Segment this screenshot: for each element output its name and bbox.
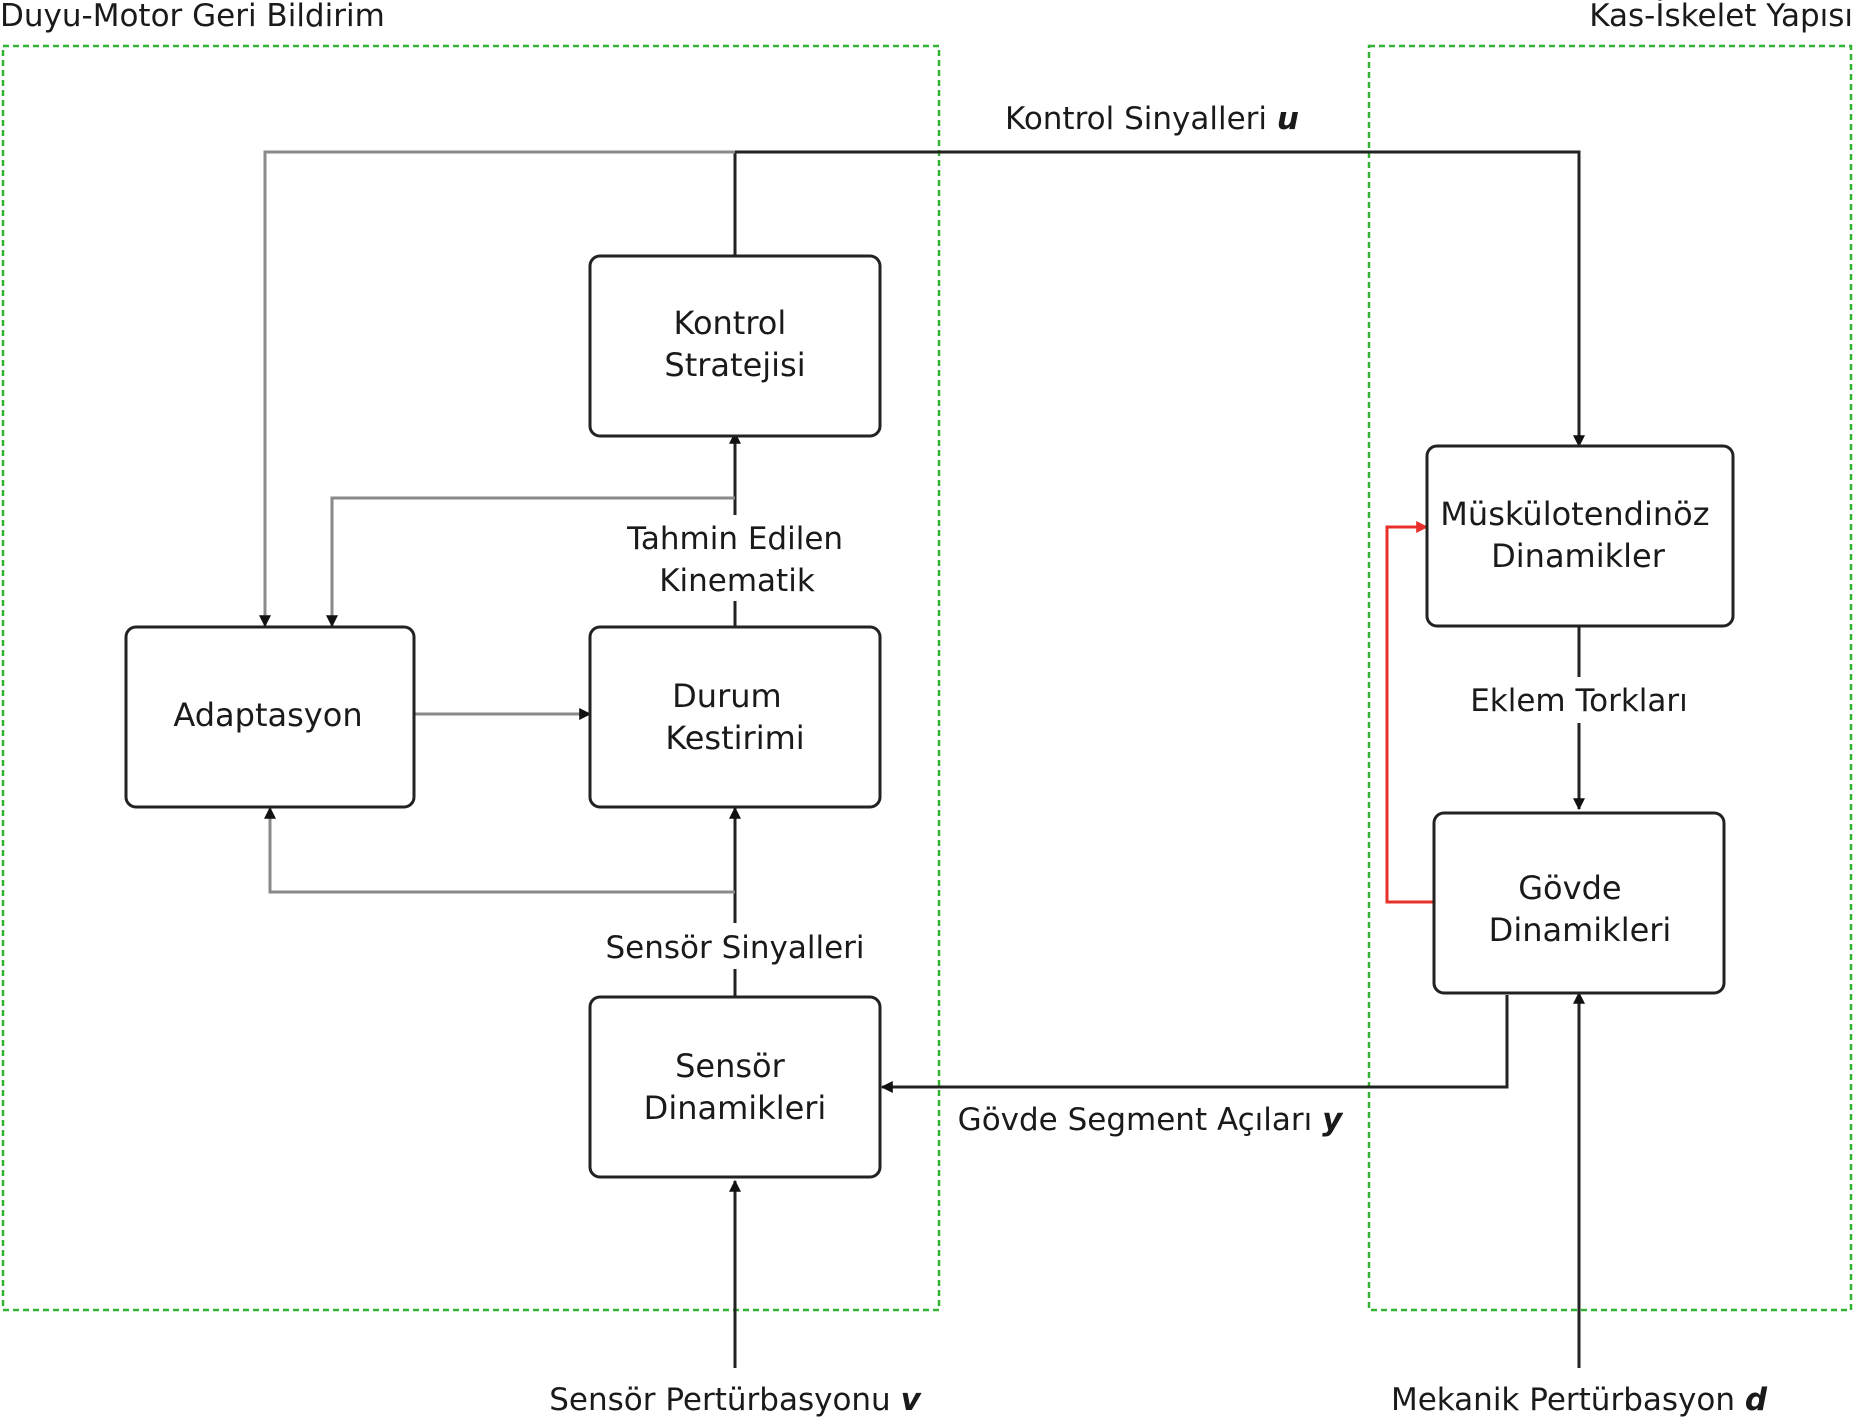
node-sensor-dynamics: Sensör Dinamikleri: [588, 995, 882, 1179]
node-musculotendon-dynamics: Müskülotendinöz Dinamikler: [1425, 444, 1735, 628]
edge-control-to-musculotendon: [733, 150, 1585, 448]
label-estimated-kinematics: Tahmin Edilen Kinematik: [626, 521, 853, 599]
connectors: [259, 150, 1585, 1368]
node-state-estimation-label: Durum Kestirimi: [665, 677, 804, 757]
label-sensor-signals: Sensör Sinyalleri: [605, 930, 864, 966]
label-control-signals: Kontrol Sinyalleri u: [1005, 101, 1299, 137]
node-adaptation-label: Adaptasyon: [173, 696, 362, 734]
region-sensorimotor-feedback: Duyu-Motor Geri Bildirim: [0, 0, 941, 1312]
node-sensor-dynamics-label: Sensör Dinamikleri: [644, 1047, 827, 1127]
label-mechanical-perturbation: Mekanik Pertürbasyon d: [1391, 1382, 1768, 1418]
node-control-strategy: Kontrol Stratejisi: [588, 254, 882, 438]
region-sensorimotor-title: Duyu-Motor Geri Bildirim: [0, 0, 385, 34]
node-control-strategy-label: Kontrol Stratejisi: [664, 304, 805, 384]
region-musculoskeletal-title: Kas-İskelet Yapısı: [1589, 0, 1853, 34]
edge-body-to-sensor: [880, 995, 1509, 1093]
node-body-dynamics-label: Gövde Dinamikleri: [1489, 869, 1672, 949]
label-joint-torques: Eklem Torkları: [1470, 683, 1688, 719]
edge-labels: Kontrol Sinyalleri u Tahmin Edilen Kinem…: [549, 101, 1768, 1418]
region-musculoskeletal-structure: Kas-İskelet Yapısı: [1367, 0, 1853, 1312]
node-musculotendon-dynamics-label: Müskülotendinöz Dinamikler: [1440, 495, 1719, 575]
edge-sensor-to-adaptation: [264, 806, 735, 894]
node-state-estimation: Durum Kestirimi: [588, 625, 882, 809]
edge-control-to-adaptation: [259, 150, 735, 628]
node-adaptation: Adaptasyon: [124, 625, 416, 809]
edge-kinematics-to-adaptation: [326, 496, 735, 628]
node-body-dynamics: Gövde Dinamikleri: [1432, 811, 1726, 995]
edge-body-to-musculotendon-feedback: [1385, 521, 1433, 904]
label-segment-angles: Gövde Segment Açıları y: [958, 1102, 1344, 1138]
label-sensor-perturbation: Sensör Pertürbasyonu v: [549, 1382, 922, 1418]
